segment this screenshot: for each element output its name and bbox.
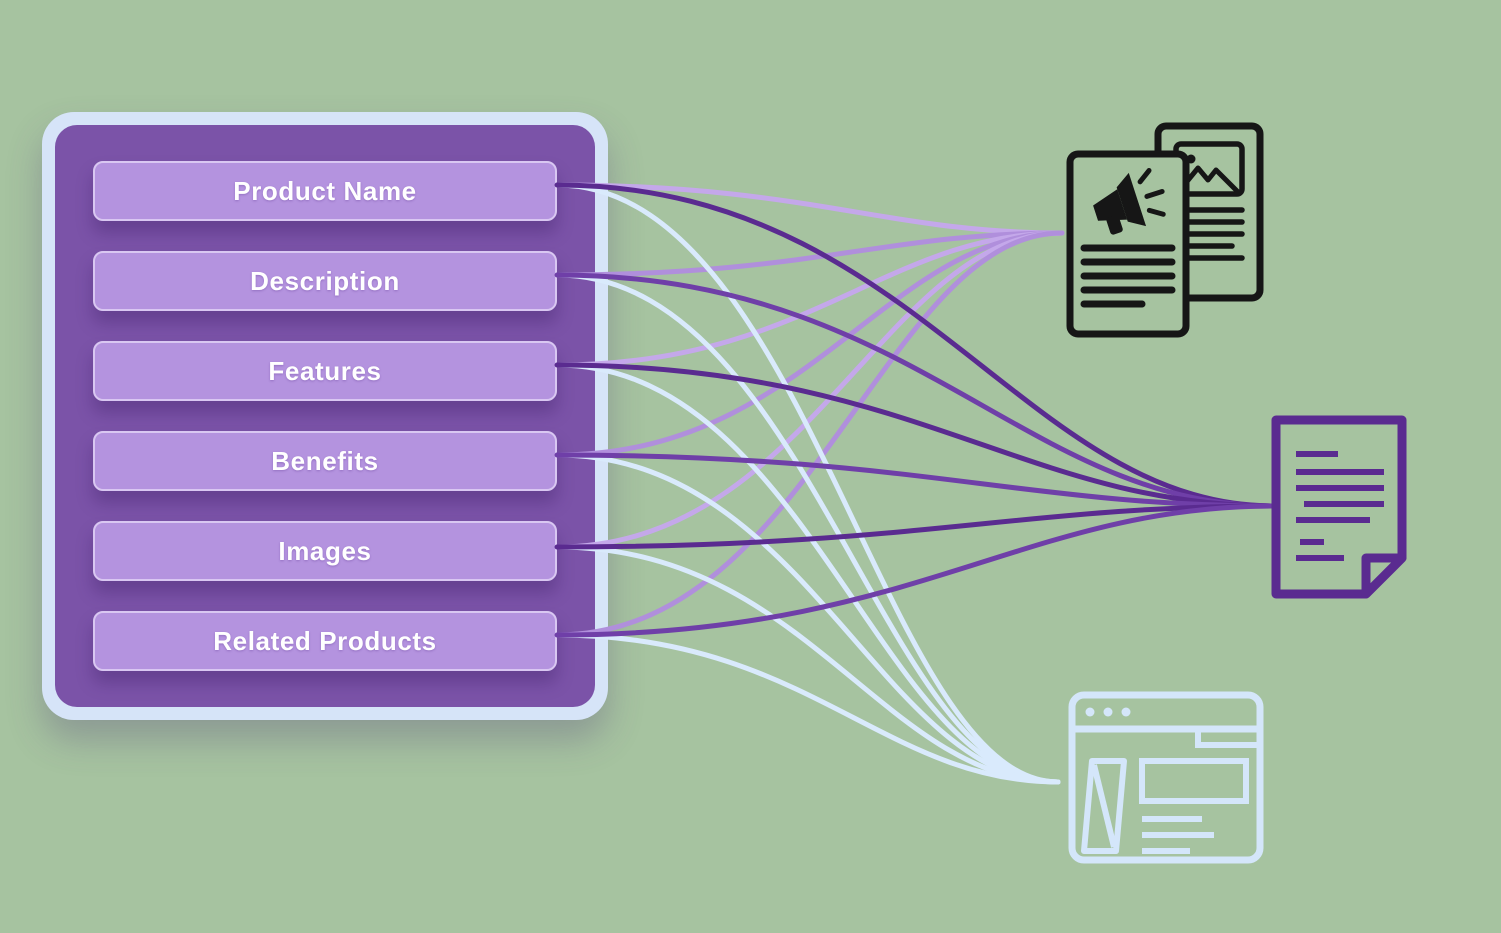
- wire-document: [554, 452, 1277, 509]
- wire-marketing-flyer: [554, 230, 1065, 368]
- field-description: Description: [93, 251, 557, 311]
- product-fields-panel: Product Name Description Features Benefi…: [42, 112, 608, 720]
- field-images: Images: [93, 521, 557, 581]
- image-slot-icon: [1081, 758, 1127, 854]
- marketing-flyer-icon: [1066, 122, 1264, 338]
- wire-document: [554, 362, 1277, 509]
- wire-marketing-flyer: [554, 182, 1065, 236]
- browser-dots-icon: [1085, 707, 1131, 717]
- wire-marketing-flyer: [554, 230, 1065, 458]
- browser-tab-icon: [1195, 729, 1260, 748]
- field-benefits: Benefits: [93, 431, 557, 491]
- wire-webpage: [554, 182, 1061, 785]
- wire-webpage: [554, 544, 1061, 785]
- wire-webpage: [554, 632, 1061, 785]
- wire-marketing-flyer: [554, 230, 1065, 278]
- field-features: Features: [93, 341, 557, 401]
- folded-corner-icon: [1361, 553, 1407, 599]
- mountain-icon: [1178, 165, 1240, 194]
- wire-webpage: [554, 452, 1061, 785]
- wire-webpage: [554, 272, 1061, 785]
- field-product-name: Product Name: [93, 161, 557, 221]
- field-related-products: Related Products: [93, 611, 557, 671]
- wire-document: [554, 503, 1277, 638]
- wire-document: [554, 503, 1277, 550]
- wire-marketing-flyer: [554, 230, 1065, 550]
- product-fields-panel-inner: Product Name Description Features Benefi…: [55, 125, 595, 707]
- wire-marketing-flyer: [554, 230, 1065, 638]
- webpage-icon: [1068, 691, 1264, 864]
- wire-webpage: [554, 362, 1061, 785]
- document-icon: [1271, 415, 1407, 599]
